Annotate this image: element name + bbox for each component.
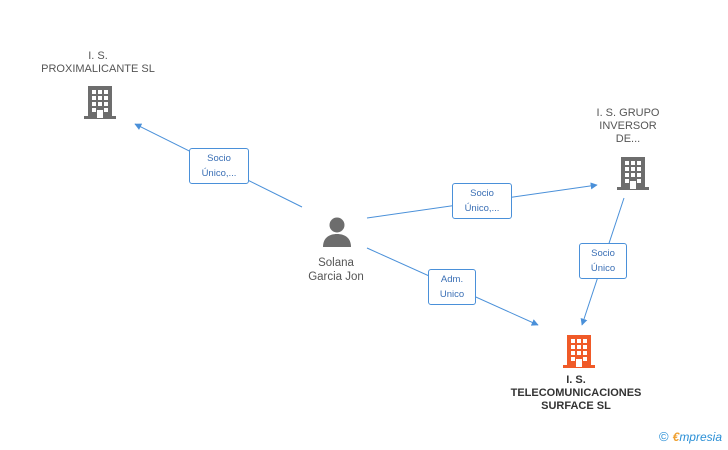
person-icon[interactable] bbox=[322, 216, 352, 248]
edge-label-line2: Único bbox=[590, 263, 616, 274]
brand-footer[interactable]: ©€mpresia bbox=[659, 429, 722, 444]
edge-label-adm-unico[interactable]: Adm. Unico bbox=[428, 269, 476, 305]
company-proximalicante-line1: I. S. bbox=[88, 50, 108, 62]
company-grupo-inversor-line2: INVERSOR bbox=[599, 120, 657, 132]
company-grupo-inversor-line1: I. S. GRUPO bbox=[596, 107, 660, 119]
person-label-line2: Garcia Jon bbox=[308, 271, 364, 283]
company-telecom-label[interactable]: I. S. TELECOMUNICACIONES SURFACE SL bbox=[491, 374, 661, 413]
edge-label-line1: Socio bbox=[207, 153, 231, 164]
person-label-line1: Solana bbox=[318, 257, 354, 269]
building-icon[interactable] bbox=[563, 333, 595, 369]
company-telecom-line2: TELECOMUNICACIONES bbox=[510, 387, 642, 399]
copyright-symbol: © bbox=[659, 429, 669, 444]
company-grupo-inversor-label[interactable]: I. S. GRUPO INVERSOR DE... bbox=[578, 107, 678, 146]
edge-label-line2: Unico bbox=[439, 289, 465, 300]
edge-label-line1: Adm. bbox=[440, 274, 464, 285]
company-grupo-inversor-line3: DE... bbox=[615, 133, 641, 145]
edge-label-line1: Socio bbox=[591, 248, 615, 259]
company-proximalicante-line2: PROXIMALICANTE SL bbox=[41, 63, 155, 75]
company-telecom-line3: SURFACE SL bbox=[541, 400, 611, 412]
edge-label-socio-unico[interactable]: Socio Único,... bbox=[452, 183, 512, 219]
edge-label-line2: Único,... bbox=[201, 168, 237, 179]
building-icon[interactable] bbox=[617, 155, 649, 191]
building-icon[interactable] bbox=[84, 84, 116, 120]
person-label[interactable]: Solana Garcia Jon bbox=[286, 256, 386, 284]
company-telecom-line1: I. S. bbox=[566, 374, 586, 386]
brand-logo-initial: € bbox=[672, 430, 680, 444]
company-proximalicante-label[interactable]: I. S. PROXIMALICANTE SL bbox=[28, 50, 168, 76]
edge-label-line2: Único,... bbox=[464, 203, 500, 214]
edge-label-socio-unico[interactable]: Socio Único,... bbox=[189, 148, 249, 184]
edge-label-line1: Socio bbox=[470, 188, 494, 199]
edge-label-socio-unico[interactable]: Socio Único bbox=[579, 243, 627, 279]
brand-logo-text: mpresia bbox=[679, 430, 722, 444]
